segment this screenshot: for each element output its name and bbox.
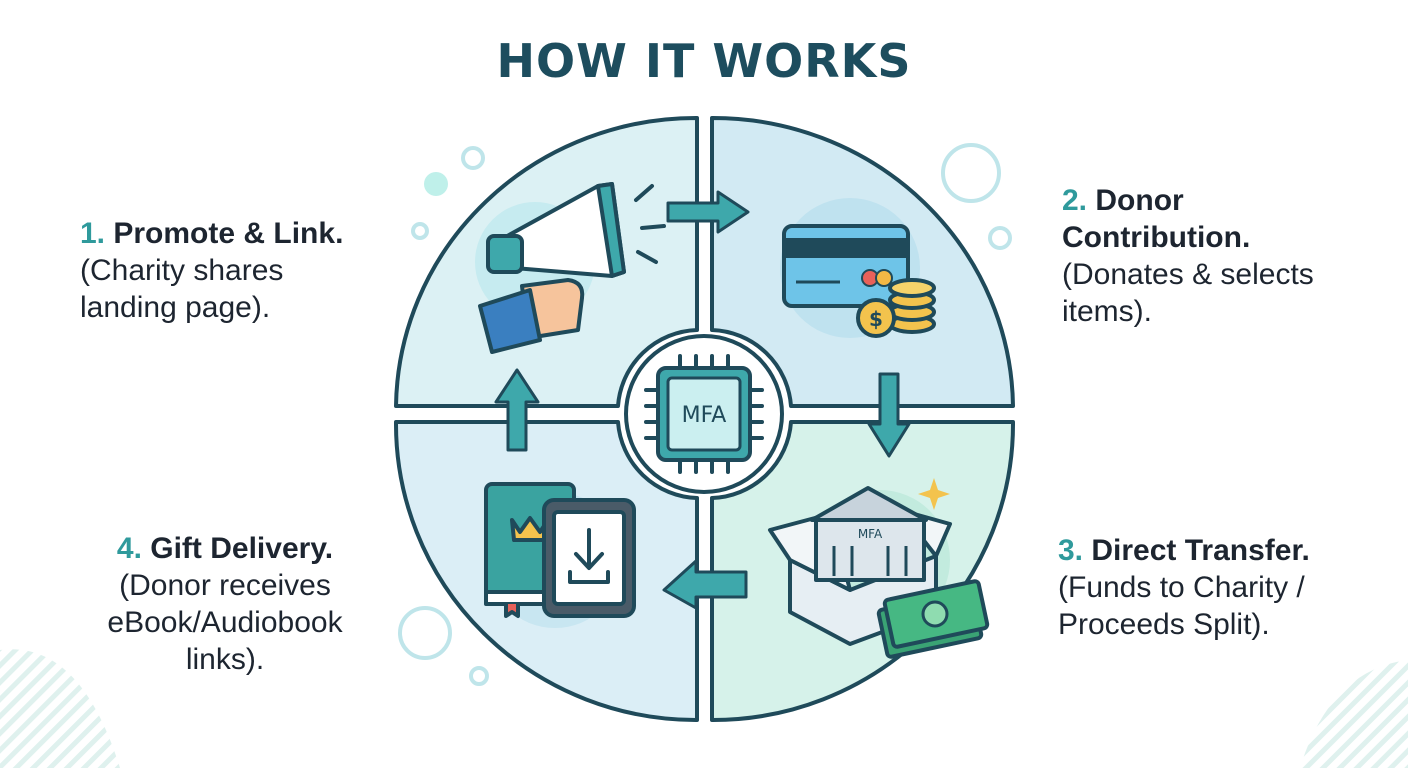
step-4-text: 4. Gift Delivery. (Donor receives eBook/… <box>70 530 380 678</box>
step-3-text: 3. Direct Transfer. (Funds to Charity / … <box>1058 532 1358 643</box>
megaphone-icon <box>478 182 666 354</box>
glow-dot <box>424 172 448 196</box>
svg-text:$: $ <box>869 307 883 331</box>
step-3-heading: Direct Transfer. <box>1091 534 1310 567</box>
building-box-cash-icon: MFA <box>768 478 990 659</box>
step-1-text: 1. Promote & Link. (Charity shares landi… <box>80 215 380 326</box>
corner-hatch-left <box>0 649 120 768</box>
arrow-4-to-1 <box>494 368 540 452</box>
page-title: HOW IT WORKS <box>496 34 912 88</box>
step-1-heading: Promote & Link. <box>113 217 344 250</box>
corner-hatch-right <box>1300 660 1408 768</box>
step-3-number: 3. <box>1058 534 1084 567</box>
decorative-bubbles <box>398 143 1012 686</box>
step-3-description: (Funds to Charity / Proceeds Split). <box>1058 571 1305 641</box>
step-2-text: 2. Donor Contribution. (Donates & select… <box>1062 182 1322 330</box>
book-tablet-download-icon <box>484 482 636 618</box>
step-1-number: 1. <box>80 217 106 250</box>
center-chip-icon: MFA <box>624 334 784 494</box>
building-label: MFA <box>858 527 883 541</box>
step-4-heading: Gift Delivery. <box>150 532 334 565</box>
arrow-2-to-3 <box>867 372 911 458</box>
step-1-description: (Charity shares landing page). <box>80 254 284 324</box>
arrow-1-to-2 <box>666 190 750 234</box>
center-chip-label: MFA <box>682 403 727 428</box>
step-2-heading: Donor Contribution. <box>1062 184 1251 254</box>
arrow-3-to-4 <box>662 559 748 610</box>
step-4-number: 4. <box>116 532 142 565</box>
step-4-description: (Donor receives eBook/Audiobook links). <box>107 569 343 676</box>
step-2-number: 2. <box>1062 184 1088 217</box>
credit-card-coins-icon: $ <box>782 224 936 338</box>
step-2-description: (Donates & selects items). <box>1062 258 1314 328</box>
